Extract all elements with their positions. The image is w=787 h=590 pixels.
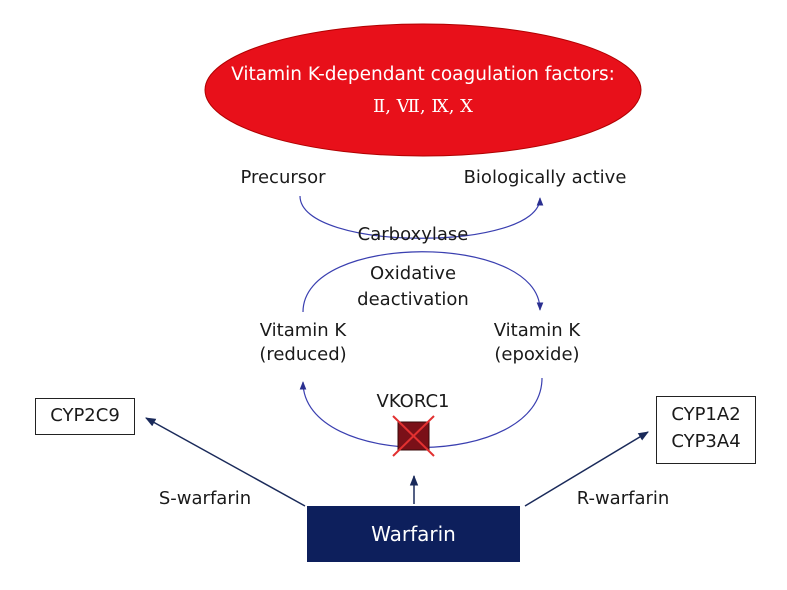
r-warfarin-arrow (524, 431, 649, 507)
warfarin-box: Warfarin (307, 506, 520, 562)
coagulation-factors-title: Vitamin K-dependant coagulation factors: (231, 64, 615, 85)
deactivation-label: deactivation (357, 289, 469, 310)
vitamin-k-reduced-line1: Vitamin K (259, 320, 347, 341)
cyp3a4-label: CYP3A4 (671, 431, 741, 452)
vitamin-k-epoxide-line1: Vitamin K (493, 320, 581, 341)
coagulation-factors-ellipse (204, 23, 642, 157)
coagulation-factors-list: Ⅱ, Ⅶ, Ⅸ, Ⅹ (373, 96, 473, 117)
vitamin-k-reduced-line2: (reduced) (259, 344, 347, 366)
oxidative-deactivation-curve (302, 251, 544, 313)
biologically-active-label: Biologically active (463, 167, 627, 188)
precursor-label: Precursor (240, 167, 326, 188)
carboxylase-label: Carboxylase (357, 224, 469, 245)
oxidative-label: Oxidative (369, 263, 457, 284)
carboxylase-curve (299, 195, 544, 239)
vitamin-k-epoxide-label: Vitamin K (epoxide) (470, 319, 604, 368)
cyp1a2-label: CYP1A2 (671, 404, 741, 425)
cyp1a2-cyp3a4-box: CYP1A2 CYP3A4 (656, 396, 756, 464)
vitamin-k-reduced-label: Vitamin K (reduced) (236, 319, 370, 368)
vitamin-k-epoxide-line2: (epoxide) (494, 344, 580, 366)
cyp2c9-box: CYP2C9 (35, 398, 135, 435)
block-cross-line-2 (392, 415, 435, 457)
vkorc1-label: VKORC1 (376, 391, 450, 412)
r-warfarin-label: R-warfarin (576, 488, 670, 509)
s-warfarin-arrow (145, 417, 306, 507)
s-warfarin-label: S-warfarin (158, 488, 252, 509)
